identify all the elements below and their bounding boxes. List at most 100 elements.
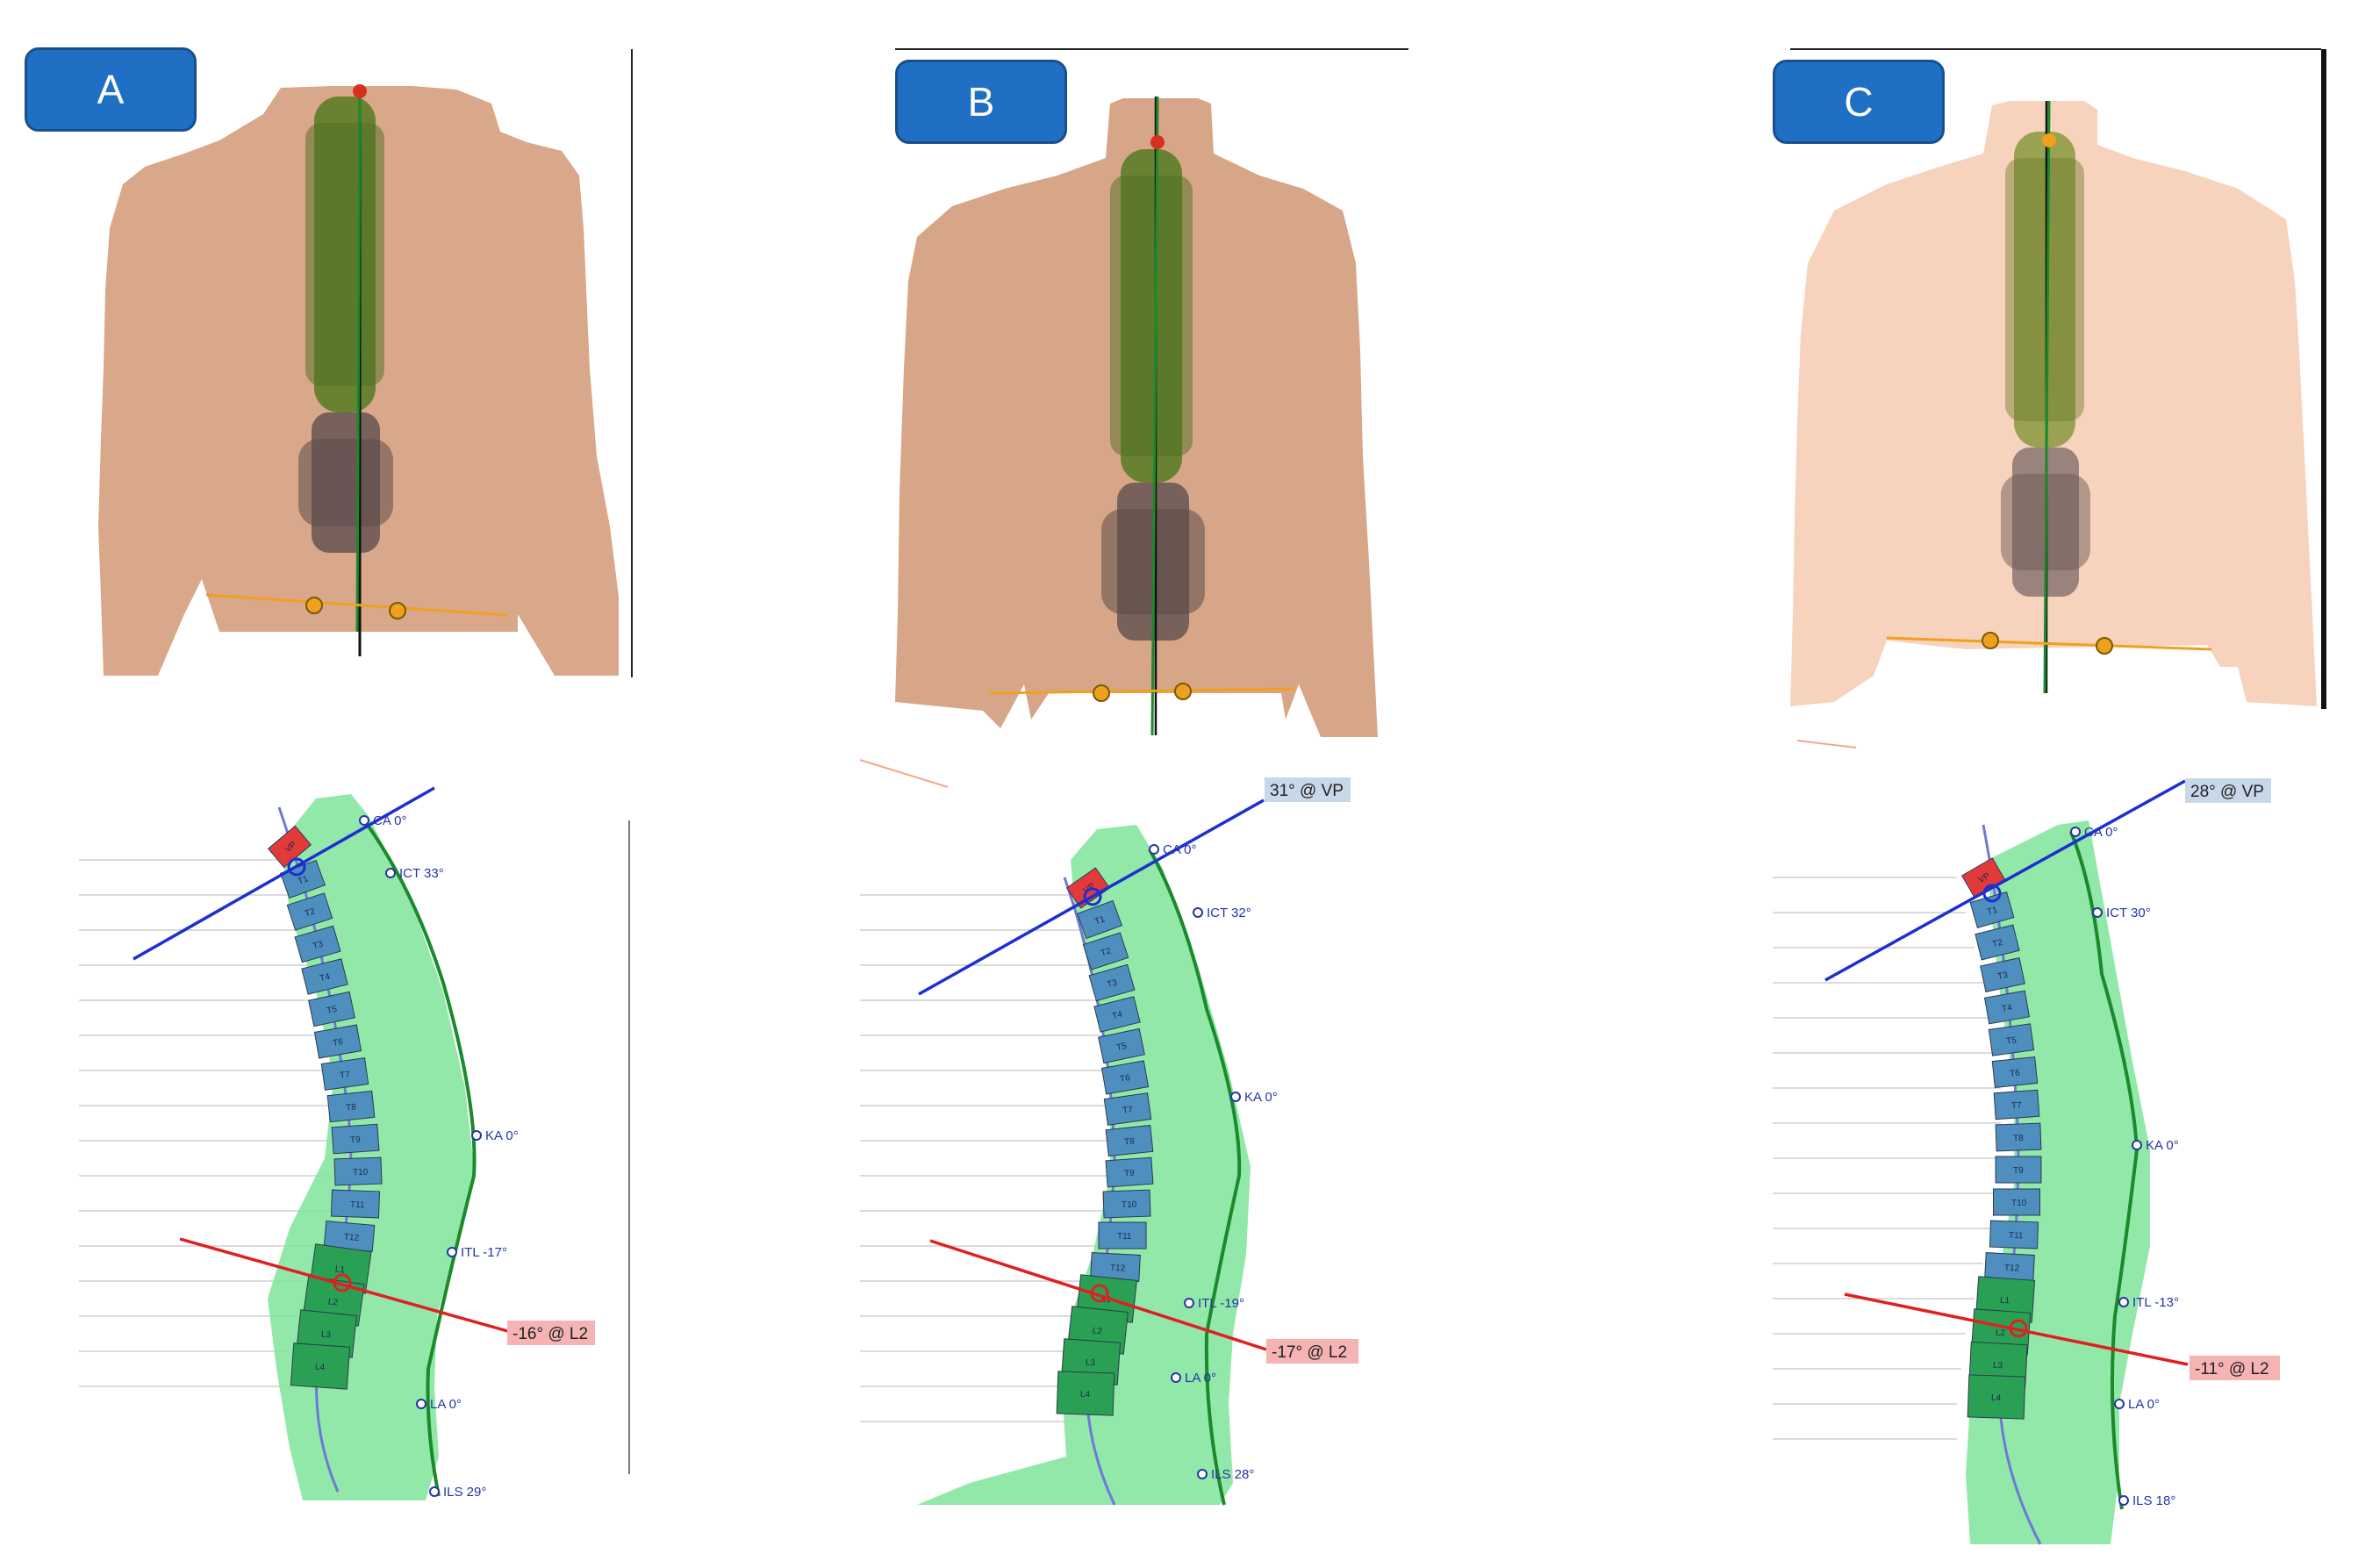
vertebra-t2: T2 bbox=[1975, 924, 2020, 961]
vertebra-vp: VP bbox=[267, 825, 312, 869]
landmark-label: KA 0° bbox=[485, 1128, 519, 1143]
panel-label-badge: A bbox=[25, 47, 197, 132]
vertebra-t8: T8 bbox=[326, 1090, 376, 1123]
vertebra-label: L1 bbox=[334, 1264, 346, 1276]
thoracic-angle-box: 28° @ VP bbox=[2185, 778, 2271, 803]
vertebra-t6: T6 bbox=[1991, 1056, 2039, 1089]
landmark-label: ITL -13° bbox=[2132, 1295, 2179, 1310]
landmark-itl: ITL -19° bbox=[1184, 1296, 1244, 1311]
vertebra-label: T11 bbox=[2009, 1231, 2024, 1242]
lumbar-inclination-line bbox=[1844, 1292, 2189, 1366]
vertebra-label: T12 bbox=[1110, 1264, 1126, 1274]
reference-grid bbox=[1773, 877, 2001, 1440]
dimple-left-marker bbox=[1982, 632, 1999, 649]
vertebra-t5: T5 bbox=[1988, 1023, 2035, 1056]
landmark-label: LA 0° bbox=[1185, 1371, 1216, 1385]
thoracic-inclination-line bbox=[1824, 779, 2186, 982]
vertebra-label: T1 bbox=[1093, 914, 1107, 927]
vertebra-prominens-marker bbox=[353, 84, 367, 98]
vertebra-t4: T4 bbox=[1093, 996, 1141, 1033]
vertebra-t2: T2 bbox=[286, 892, 333, 931]
landmark-ca: CA 0° bbox=[2070, 825, 2118, 840]
vertebra-t5: T5 bbox=[308, 991, 355, 1027]
vertebra-t3: T3 bbox=[294, 925, 341, 963]
vertebra-label: T3 bbox=[312, 939, 325, 951]
landmark-label: CA 0° bbox=[373, 813, 407, 828]
vertebra-t11: T11 bbox=[1989, 1220, 2039, 1249]
vertebra-t1: T1 bbox=[1076, 899, 1123, 940]
panel-c: C bbox=[1571, 0, 2356, 1568]
vertebra-t10: T10 bbox=[1993, 1188, 2040, 1216]
svg-text:31° @ VP: 31° @ VP bbox=[1270, 782, 1344, 800]
landmark-ca: CA 0° bbox=[1149, 842, 1197, 857]
thoracic-spine bbox=[1110, 149, 1193, 483]
back-3d-view bbox=[1790, 48, 2326, 748]
surface-point-cloud bbox=[917, 825, 1251, 1505]
lumbar-angle-box: -16° @ L2 bbox=[507, 1321, 595, 1345]
landmark-label: LA 0° bbox=[430, 1397, 462, 1412]
lumbar-spine bbox=[298, 412, 393, 553]
spine-line bbox=[1150, 96, 1159, 736]
vertebra-t3: T3 bbox=[1088, 963, 1136, 1002]
vertebra-t6: T6 bbox=[313, 1024, 362, 1059]
back-3d-view bbox=[859, 48, 1408, 788]
lumbar-angle-box: -17° @ L2 bbox=[1266, 1339, 1358, 1364]
cut-line bbox=[1796, 740, 1857, 748]
dimple-right-marker bbox=[1174, 683, 1192, 700]
vertebra-label: T5 bbox=[326, 1005, 338, 1016]
back-surface-profile bbox=[1148, 848, 1242, 1506]
dimple-right-marker bbox=[2096, 637, 2113, 655]
vertebra-label: T2 bbox=[1991, 938, 2003, 950]
landmark-ka: KA 0° bbox=[471, 1128, 519, 1143]
surface-point-cloud bbox=[1966, 820, 2150, 1544]
vertebra-t1: T1 bbox=[1969, 891, 2015, 928]
thoracic-apex-marker bbox=[287, 857, 306, 877]
vertebra-label: T10 bbox=[2011, 1199, 2027, 1208]
vertebra-label: L4 bbox=[315, 1363, 326, 1373]
lumbar-inclination-line bbox=[179, 1237, 512, 1334]
landmark-label: KA 0° bbox=[1244, 1090, 1278, 1105]
thoracic-inclination-line bbox=[918, 798, 1265, 996]
vertebra-label: T10 bbox=[1122, 1200, 1137, 1211]
back-3d-view bbox=[98, 49, 633, 677]
vertebra-label: T12 bbox=[2004, 1264, 2020, 1274]
landmark-ka: KA 0° bbox=[1230, 1090, 1278, 1105]
vertebra-t7: T7 bbox=[320, 1057, 369, 1091]
landmark-ict: ICT 33° bbox=[385, 866, 444, 881]
dimple-left-marker bbox=[305, 597, 323, 614]
panel-label-badge: B bbox=[895, 60, 1067, 144]
vertebra-label: T5 bbox=[1115, 1042, 1128, 1053]
vertebra-prominens-marker bbox=[1150, 135, 1165, 149]
vertebra-t3: T3 bbox=[1980, 957, 2025, 992]
vertebra-label: T5 bbox=[2006, 1035, 2018, 1047]
dimple-left-marker bbox=[1093, 684, 1110, 702]
vertebra-label: T8 bbox=[346, 1102, 357, 1113]
landmark-label: ILS 28° bbox=[1211, 1467, 1254, 1482]
vertebra-label: T2 bbox=[1100, 946, 1113, 958]
vertebra-label: T7 bbox=[1122, 1105, 1135, 1116]
vertebra-label: T12 bbox=[343, 1232, 360, 1242]
lumbar-inclination-line bbox=[929, 1239, 1267, 1351]
vertebra-label: T9 bbox=[2013, 1166, 2024, 1176]
vertebra-t9: T9 bbox=[331, 1123, 380, 1155]
spine-line bbox=[355, 96, 362, 633]
landmark-ils: ILS 28° bbox=[1197, 1467, 1254, 1482]
vertebra-label: L2 bbox=[1996, 1328, 2006, 1339]
vertebra-label: T1 bbox=[1986, 905, 1999, 917]
vertebra-label: T9 bbox=[1124, 1169, 1136, 1179]
svg-text:-16° @ L2: -16° @ L2 bbox=[512, 1325, 588, 1343]
vertebra-label: T7 bbox=[2011, 1101, 2023, 1112]
vertebra-label: T11 bbox=[1117, 1232, 1132, 1242]
vertebra-t10: T10 bbox=[1102, 1189, 1151, 1219]
vertebra-label: T10 bbox=[353, 1168, 369, 1178]
landmarks: CA 0°ICT 33°KA 0°ITL -17°LA 0°ILS 29° bbox=[359, 813, 519, 1500]
vertebra-t9: T9 bbox=[1105, 1156, 1154, 1188]
landmark-ict: ICT 32° bbox=[1193, 906, 1251, 920]
thoracic-inclination-line bbox=[133, 786, 435, 961]
landmarks: CA 0°ICT 30°KA 0°ITL -13°LA 0°ILS 18° bbox=[2070, 825, 2179, 1508]
